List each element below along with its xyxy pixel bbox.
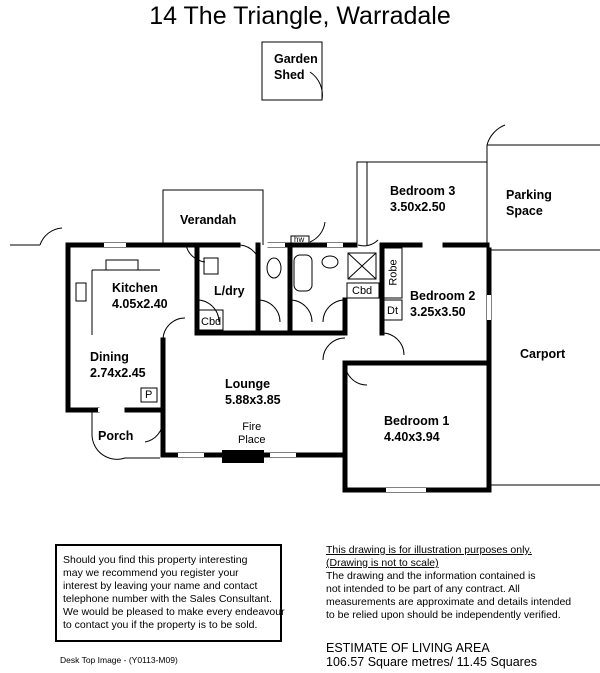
laundry-label: L/dry [214, 284, 245, 298]
hw-label: hw [294, 235, 305, 244]
pantry-label: P [145, 389, 153, 401]
door-swings [144, 299, 405, 443]
dt-label: Dt [387, 305, 398, 317]
disclaimer-line: not intended to be part of any contract.… [326, 583, 520, 595]
verandah-label: Verandah [180, 213, 237, 227]
footer-reference: Desk Top Image - (Y0113-M09) [60, 655, 178, 665]
cbd-label: Cbd [352, 285, 373, 297]
notice-box: Should you find this property interestin… [55, 544, 285, 642]
notice-line: to contact you if the property is to be … [63, 619, 258, 631]
disclaimer-line: measurements are approximate and details… [326, 596, 572, 608]
shed-door-arc [309, 71, 323, 101]
laundry-tub-icon [203, 257, 219, 275]
gate [10, 227, 63, 246]
dt [383, 299, 403, 321]
verandah-outline [162, 189, 264, 245]
disclaimer-line: to be relied upon should be independentl… [326, 609, 561, 621]
notice-line: interest by leaving your name and contac… [63, 580, 258, 592]
pantry [140, 387, 158, 403]
page-title: 14 The Triangle, Warradale [149, 2, 451, 30]
notice-line: telephone number with the Sales Consulta… [63, 593, 272, 605]
bath-icon [293, 254, 313, 292]
outdoor-outlines [10, 41, 600, 486]
estimate-value: 106.57 Square metres/ 11.45 Squares [326, 655, 538, 669]
carport-label: Carport [520, 347, 566, 361]
living-area-estimate: ESTIMATE OF LIVING AREA 106.57 Square me… [326, 641, 537, 669]
interior-fixtures [75, 235, 405, 443]
disclaimer: This drawing is for illustration purpose… [326, 544, 571, 622]
bedroom3-outline [356, 161, 487, 245]
garden-shed-outline [261, 41, 323, 101]
kitchen-bench [91, 269, 160, 335]
hot-water [290, 235, 310, 246]
cupboard [346, 282, 380, 299]
robe-label: Robe [387, 259, 400, 286]
cooktop-icon [75, 282, 87, 302]
porch-label: Porch [98, 429, 134, 443]
laundry-cupboard [198, 309, 224, 331]
notice-line: may we recommend you register your [63, 567, 239, 579]
notice-line: Should you find this property interestin… [63, 554, 248, 566]
disclaimer-line: The drawing and the information containe… [326, 570, 536, 582]
robe [383, 247, 403, 299]
laundry-cbd-label: Cbd [201, 316, 222, 328]
disclaimer-heading: This drawing is for illustration purpose… [326, 544, 532, 556]
sink-icon [105, 259, 139, 271]
windows [98, 243, 491, 492]
disclaimer-subheading: (Drawing is not to scale) [326, 557, 439, 569]
basin-icon [321, 255, 339, 269]
shower-icon [347, 252, 377, 280]
toilet-icon [266, 257, 282, 279]
porch-outline [91, 410, 160, 460]
notice-line: We would be pleased to make every endeav… [63, 606, 285, 618]
estimate-heading: ESTIMATE OF LIVING AREA [326, 641, 490, 655]
fireplace-block [222, 450, 264, 463]
